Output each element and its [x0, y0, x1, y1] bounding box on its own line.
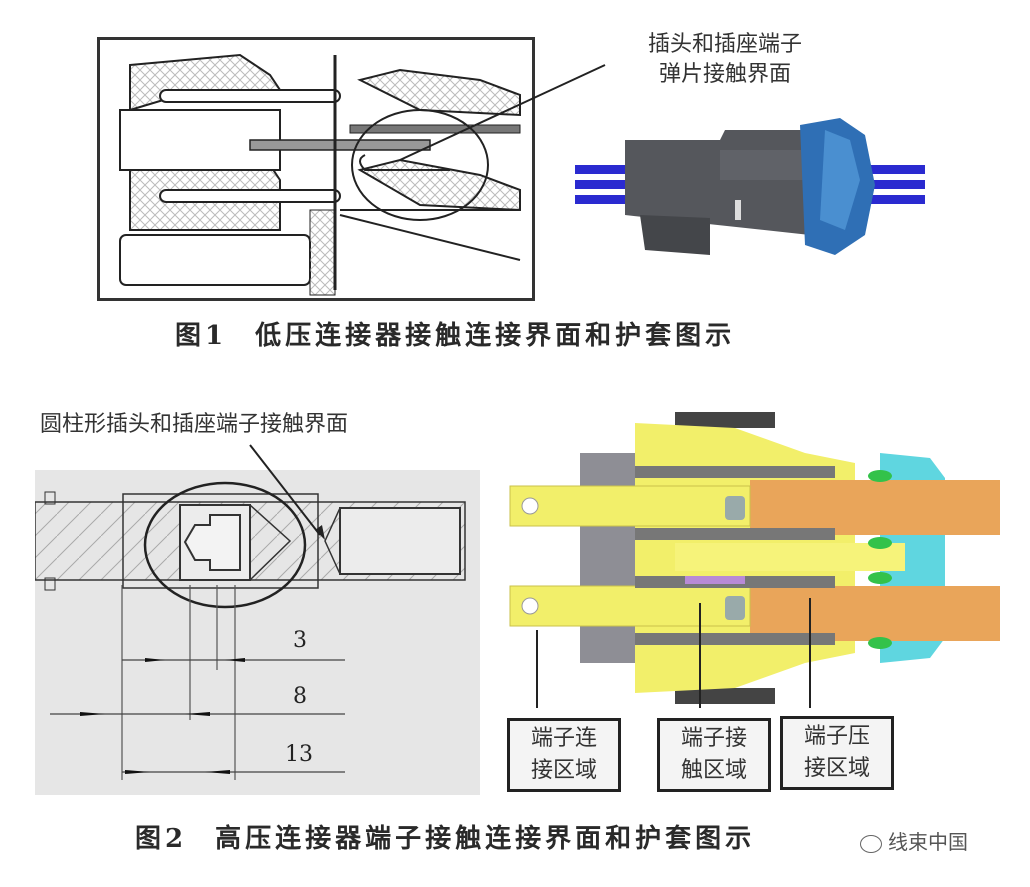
- figure1-connector-photo: [570, 110, 930, 280]
- dimension-3: 3: [293, 628, 307, 653]
- watermark: 线束中国: [860, 826, 968, 855]
- box-line-1: 端子接: [680, 726, 747, 751]
- figure1-caption: 图1 低压连接器接触连接界面和护套图示: [175, 315, 735, 352]
- figure1-title: 低压连接器接触连接界面和护套图示: [255, 321, 736, 351]
- wechat-icon: [860, 834, 882, 853]
- figure1-callout: 插头和插座端子 弹片接触界面: [605, 30, 845, 90]
- dimension-13: 13: [285, 742, 313, 767]
- callout-line-2: 弹片接触界面: [658, 62, 791, 87]
- figure2-caption: 图2 高压连接器端子接触连接界面和护套图示: [135, 818, 755, 855]
- contact-highlight-circle: [351, 109, 489, 221]
- figure2-cylindrical-drawing: [34, 470, 480, 795]
- region-box-contact: 端子接 触区域: [657, 718, 771, 792]
- figure1-cross-section: [97, 37, 535, 301]
- high-voltage-connector-illustration: [509, 412, 1000, 713]
- callout-arrow: [249, 444, 325, 540]
- cylindrical-terminal-drawing: [34, 481, 466, 780]
- callout-line-1: 插头和插座端子: [647, 32, 802, 57]
- dimension-8: 8: [293, 684, 307, 709]
- box-line-1: 端子压: [803, 724, 870, 749]
- figure2-callout: 圆柱形插头和插座端子接触界面: [40, 412, 349, 437]
- figure2-title: 高压连接器端子接触连接界面和护套图示: [215, 824, 756, 854]
- low-voltage-connector-illustration: [575, 118, 925, 255]
- box-line-2: 接区域: [803, 756, 870, 781]
- box-line-1: 端子连: [530, 726, 597, 751]
- contact-highlight-circle: [143, 481, 307, 609]
- box-line-2: 接区域: [530, 758, 597, 783]
- figure2-number: 图2: [135, 824, 188, 854]
- watermark-text: 线束中国: [888, 830, 968, 854]
- region-box-crimp: 端子压 接区域: [780, 716, 894, 790]
- box-line-2: 触区域: [680, 758, 747, 783]
- figure1-number: 图1: [175, 321, 228, 351]
- callout-leader-line: [399, 64, 606, 161]
- region-box-connection: 端子连 接区域: [507, 718, 621, 792]
- connector-cross-section-drawing: [119, 53, 521, 296]
- figure2-hv-connector-section: [505, 408, 1005, 713]
